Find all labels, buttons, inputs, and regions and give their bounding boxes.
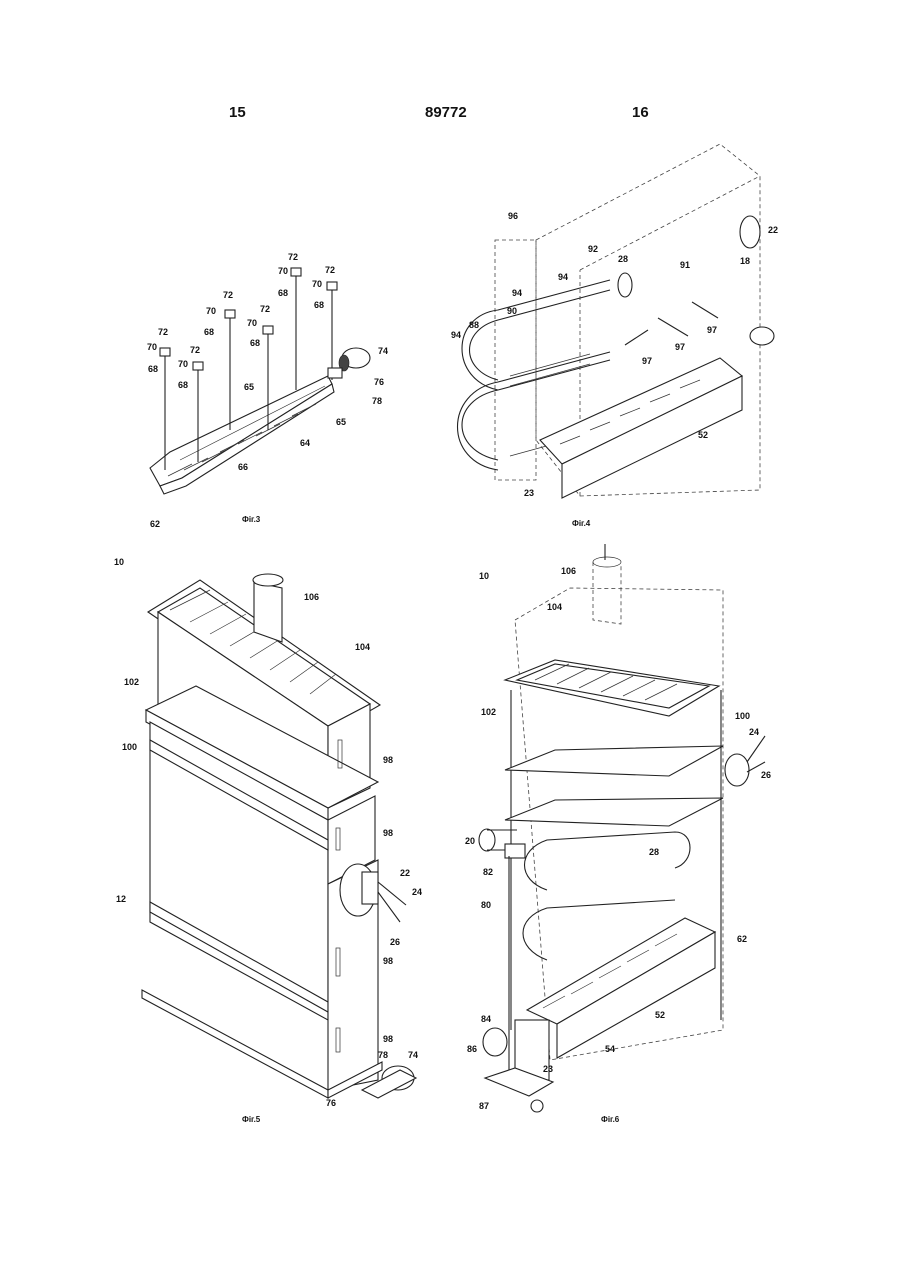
label-76: 76 [326,1098,336,1108]
label-62: 62 [150,519,160,529]
figure-6: 10 106 104 102 100 24 26 20 28 82 80 62 … [465,550,795,1130]
figure-4-drawing: 96 22 92 28 91 18 94 90 94 97 97 97 88 9… [450,140,790,540]
label-100: 100 [735,711,750,721]
label-104: 104 [547,602,562,612]
label-86: 86 [467,1044,477,1054]
label-10: 10 [479,571,489,581]
label-78: 78 [372,396,382,406]
label-26: 26 [390,937,400,947]
label-62: 62 [737,934,747,944]
label-78: 78 [378,1050,388,1060]
furnace-drawing [142,574,416,1098]
label-97: 97 [707,325,717,335]
label-28: 28 [649,847,659,857]
label-65: 65 [244,382,254,392]
label-98: 98 [383,1034,393,1044]
label-94: 94 [512,288,522,298]
label-91: 91 [680,260,690,270]
label-92: 92 [588,244,598,254]
label-18: 18 [740,256,750,266]
label-68: 68 [148,364,158,374]
label-94: 94 [558,272,568,282]
label-98: 98 [383,956,393,966]
figure-4-caption: Фіг.4 [572,519,591,528]
label-96: 96 [508,211,518,221]
label-74: 74 [408,1050,418,1060]
figure-5-drawing: 10 106 104 102 100 98 98 12 22 24 26 98 … [100,550,440,1130]
label-64: 64 [300,438,310,448]
label-70: 70 [206,306,216,316]
label-52: 52 [698,430,708,440]
label-54: 54 [605,1044,615,1054]
label-72: 72 [288,252,298,262]
label-74: 74 [378,346,388,356]
label-102: 102 [481,707,496,717]
label-28: 28 [618,254,628,264]
label-72: 72 [190,345,200,355]
figure-6-drawing: 10 106 104 102 100 24 26 20 28 82 80 62 … [465,550,795,1130]
figure-3-drawing: 72 70 68 72 70 68 72 70 68 72 70 68 72 7… [120,240,420,540]
figure-5: 10 106 104 102 100 98 98 12 22 24 26 98 … [100,550,440,1130]
label-88: 88 [469,320,479,330]
label-66: 66 [238,462,248,472]
label-106: 106 [561,566,576,576]
label-26: 26 [761,770,771,780]
label-70: 70 [247,318,257,328]
label-87: 87 [479,1101,489,1111]
label-52: 52 [655,1010,665,1020]
label-72: 72 [223,290,233,300]
label-70: 70 [178,359,188,369]
label-23: 23 [543,1064,553,1074]
label-12: 12 [116,894,126,904]
enclosure-drawing [458,144,775,498]
label-106: 106 [304,592,319,602]
patent-number: 89772 [425,104,467,121]
label-104: 104 [355,642,370,652]
label-70: 70 [278,266,288,276]
label-10: 10 [114,557,124,567]
figure-3: 72 70 68 72 70 68 72 70 68 72 70 68 72 7… [120,240,420,540]
figure-4: 96 22 92 28 91 18 94 90 94 97 97 97 88 9… [450,140,790,540]
label-84: 84 [481,1014,491,1024]
label-68: 68 [178,380,188,390]
page-number-left: 15 [229,104,246,121]
page-number-right: 16 [632,104,649,121]
label-24: 24 [412,887,422,897]
label-94: 94 [451,330,461,340]
label-90: 90 [507,306,517,316]
label-100: 100 [122,742,137,752]
label-97: 97 [642,356,652,366]
label-82: 82 [483,867,493,877]
label-68: 68 [204,327,214,337]
label-70: 70 [147,342,157,352]
label-65: 65 [336,417,346,427]
label-68: 68 [250,338,260,348]
label-24: 24 [749,727,759,737]
label-97: 97 [675,342,685,352]
label-80: 80 [481,900,491,910]
label-20: 20 [465,836,475,846]
label-76: 76 [374,377,384,387]
label-72: 72 [158,327,168,337]
label-72: 72 [260,304,270,314]
label-23: 23 [524,488,534,498]
label-22: 22 [400,868,410,878]
label-72: 72 [325,265,335,275]
label-98: 98 [383,828,393,838]
label-102: 102 [124,677,139,687]
label-98: 98 [383,755,393,765]
figure-6-caption: Фіг.6 [601,1115,620,1124]
label-70: 70 [312,279,322,289]
label-68: 68 [278,288,288,298]
furnace-cutaway-drawing [479,544,765,1112]
label-22: 22 [768,225,778,235]
label-68: 68 [314,300,324,310]
figure-3-caption: Фіг.3 [242,515,261,524]
figure-5-caption: Фіг.5 [242,1115,261,1124]
